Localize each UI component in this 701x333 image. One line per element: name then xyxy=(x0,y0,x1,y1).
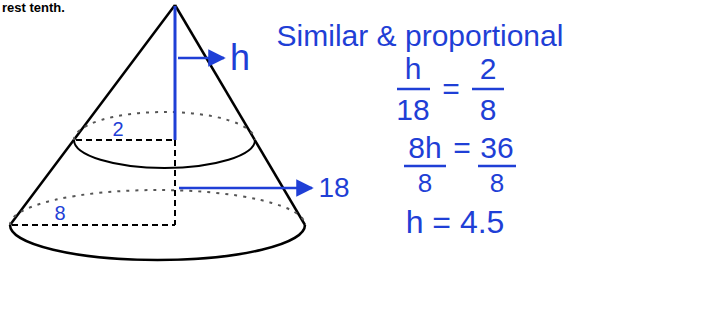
height-label: h xyxy=(230,40,250,76)
cropped-instruction: rest tenth. xyxy=(2,1,65,14)
section-front-arc xyxy=(74,140,255,168)
height-dashed-line xyxy=(174,140,176,225)
equation-term: 18 xyxy=(396,95,429,125)
equation-term: 2 xyxy=(480,54,497,84)
equation-term: 8 xyxy=(480,95,497,125)
fraction-bar xyxy=(472,88,504,91)
leader-arrow xyxy=(178,57,224,60)
equation-term: 8 xyxy=(490,170,504,196)
base-front-arc xyxy=(10,225,305,260)
leader-arrow xyxy=(179,187,312,190)
equation-term: 36 xyxy=(480,133,513,163)
base-radius-line xyxy=(12,224,175,226)
note-heading: Similar & proportional xyxy=(277,21,564,51)
fraction-bar xyxy=(478,165,516,168)
equation-result: h = 4.5 xyxy=(406,206,505,238)
small-height-mark xyxy=(174,6,177,140)
equation-term: h xyxy=(405,54,422,84)
cone-side xyxy=(10,5,175,225)
equation-sign: = xyxy=(442,74,460,104)
dimension-label: 8 xyxy=(52,203,67,223)
fraction-bar xyxy=(404,165,446,168)
base-back-arc xyxy=(10,190,305,225)
fraction-bar xyxy=(397,88,430,91)
equation-sign: = xyxy=(453,133,471,163)
equation-term: 8h xyxy=(408,133,441,163)
small-radius-line xyxy=(76,139,175,141)
dimension-label: 18 xyxy=(318,174,349,202)
dimension-label: 2 xyxy=(110,119,125,139)
equation-term: 8 xyxy=(418,170,432,196)
section-back-arc xyxy=(74,112,255,140)
